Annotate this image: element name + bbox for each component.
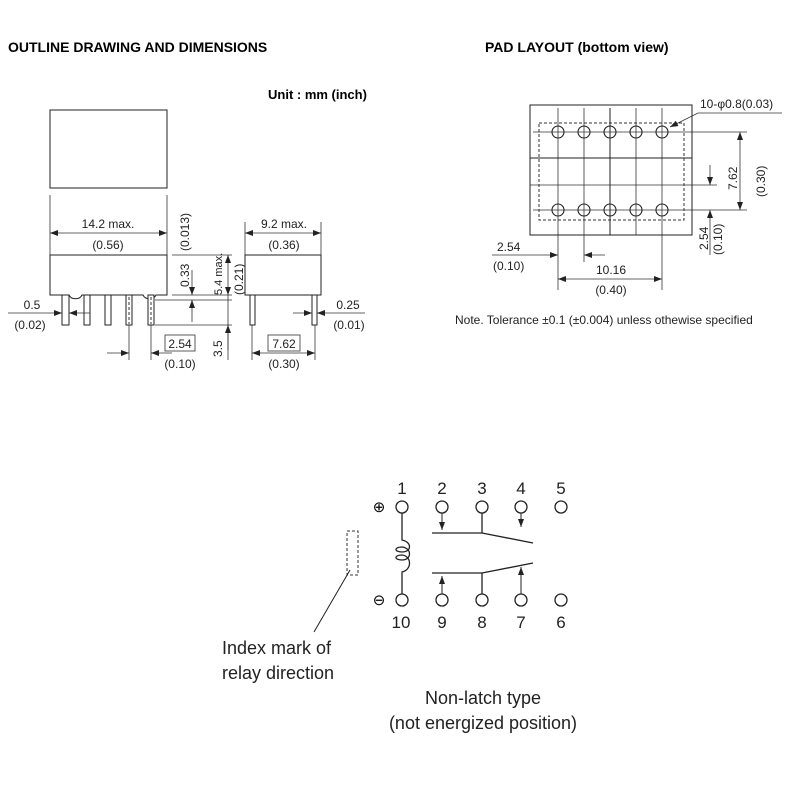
- standoff-dim: 0.33: [178, 263, 192, 287]
- pad-row-dim-inch: (0.30): [754, 166, 768, 197]
- outline-side-view: 9.2 max. (0.36) 0.25 (0.01) 7.62 (0.30): [244, 217, 365, 371]
- hole-spec: 10-φ0.8(0.03): [700, 97, 773, 111]
- pad-span-dim: 10.16: [596, 263, 626, 277]
- pin-label-8: 8: [477, 613, 486, 632]
- pad-pitch-dim-inch: (0.10): [493, 259, 524, 273]
- contacts: [432, 513, 534, 594]
- pad-row-dim: 7.62: [726, 166, 740, 190]
- type-label-line2: (not energized position): [389, 713, 577, 733]
- pin-length-dim: 3.5: [211, 340, 225, 357]
- pin-label-9: 9: [437, 613, 446, 632]
- pin-width-dim-inch: (0.02): [14, 318, 45, 332]
- row-spacing-dim-inch: (0.30): [268, 357, 299, 371]
- height-dim: 5.4 max.: [213, 253, 225, 295]
- standoff-dim-inch: (0.013): [178, 213, 192, 251]
- pad-span-dim-inch: (0.40): [595, 283, 626, 297]
- outline-heading: OUTLINE DRAWING AND DIMENSIONS: [8, 39, 267, 55]
- relay-schematic: 1 2 3 4 5 10 9 8 7 6 ⊕ ⊖ Index mark of r…: [222, 479, 577, 733]
- outline-top-view: 14.2 max. (0.56): [49, 109, 168, 255]
- pad-layout-heading: PAD LAYOUT (bottom view): [485, 39, 669, 55]
- index-mark: [346, 530, 359, 576]
- minus-icon: ⊖: [373, 592, 386, 609]
- row-spacing-dim: 7.62: [272, 337, 296, 351]
- pin-label-5: 5: [556, 479, 565, 498]
- depth-dim: 9.2 max.: [261, 217, 307, 231]
- pin-label-4: 4: [516, 479, 525, 498]
- pad-offset-dim-inch: (0.10): [711, 224, 725, 255]
- pin-pitch-dim-inch: (0.10): [164, 357, 195, 371]
- type-label-line1: Non-latch type: [425, 688, 541, 708]
- pin-thickness-dim-inch: (0.01): [333, 318, 364, 332]
- pin-label-10: 10: [392, 613, 411, 632]
- height-dim-inch: (0.21): [232, 264, 246, 295]
- plus-icon: ⊕: [373, 499, 386, 516]
- width-dim: 14.2 max.: [82, 217, 135, 231]
- outline-front-view: 0.5 (0.02) (0.013) 0.33 5.4 max. (0.21) …: [8, 213, 246, 371]
- unit-label: Unit : mm (inch): [268, 87, 367, 102]
- coil-icon: [395, 513, 411, 594]
- pin-label-6: 6: [556, 613, 565, 632]
- pin-width-dim: 0.5: [24, 298, 41, 312]
- pin-label-7: 7: [516, 613, 525, 632]
- pad-pitch-dim: 2.54: [497, 240, 521, 254]
- pad-layout: 10-φ0.8(0.03) 7.62 (0.30) 2.54 (0.10) 2.…: [492, 97, 782, 297]
- pin-label-2: 2: [437, 479, 446, 498]
- pad-offset-dim: 2.54: [697, 226, 711, 250]
- pin-label-3: 3: [477, 479, 486, 498]
- pin-label-1: 1: [397, 479, 406, 498]
- pin-thickness-dim: 0.25: [336, 298, 360, 312]
- pin-pitch-dim: 2.54: [168, 337, 192, 351]
- index-label-line2: relay direction: [222, 663, 334, 683]
- width-dim-inch: (0.56): [92, 238, 123, 252]
- tolerance-note: Note. Tolerance ±0.1 (±0.004) unless oth…: [455, 313, 753, 327]
- index-label-line1: Index mark of: [222, 638, 332, 658]
- depth-dim-inch: (0.36): [268, 238, 299, 252]
